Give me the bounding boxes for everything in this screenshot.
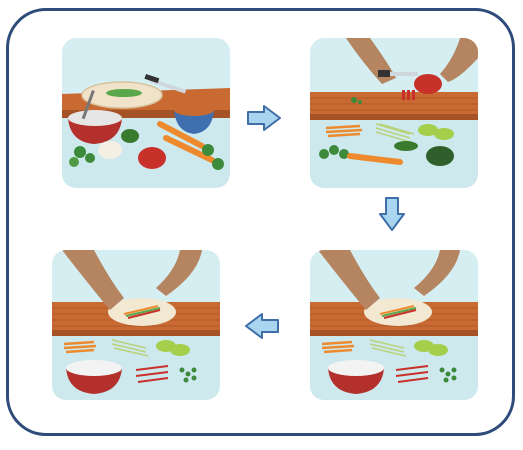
slice-vegetables-scene [310,38,478,188]
step-2-panel [310,38,478,188]
fill-wrapper-scene [310,250,478,400]
step-4-panel [52,250,220,400]
arrow-right-icon [247,105,281,131]
roll-wrapper-scene [52,250,220,400]
step-3-panel [310,250,478,400]
arrow-left-icon [245,313,279,339]
arrow-down-icon [379,197,405,231]
prepare-ingredients-scene [62,38,230,188]
step-1-panel [62,38,230,188]
